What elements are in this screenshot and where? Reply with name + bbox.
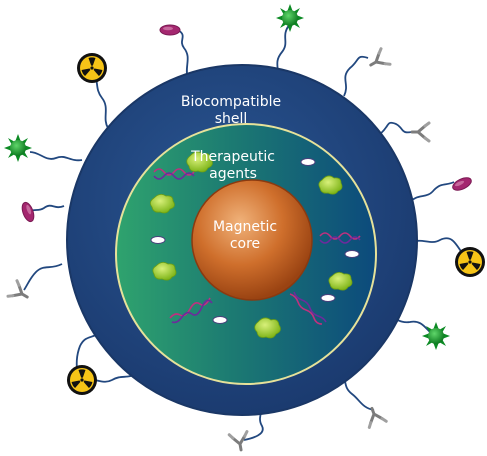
pill-icon: [159, 24, 181, 36]
nucleic-acids: [153, 168, 361, 325]
radiation-icon: [77, 53, 107, 83]
virus-icon: [422, 322, 450, 350]
radiation-icon: [455, 247, 485, 277]
agents-label: Therapeutic agents: [191, 149, 275, 182]
virus-icon: [4, 134, 32, 162]
antibody-icon: [227, 430, 252, 453]
shell-label: Biocompatible shell: [180, 94, 282, 127]
drug-blobs: [150, 151, 353, 339]
capsules: [150, 158, 360, 324]
virus-icon: [276, 4, 304, 32]
core-label: Magnetic core: [212, 219, 278, 252]
magnetic-core: [191, 179, 313, 301]
radiation-icon: [67, 365, 97, 395]
pill-icon: [450, 174, 474, 194]
pill-icon: [19, 200, 37, 224]
antibody-icon: [410, 121, 431, 143]
antibody-icon: [364, 47, 392, 75]
